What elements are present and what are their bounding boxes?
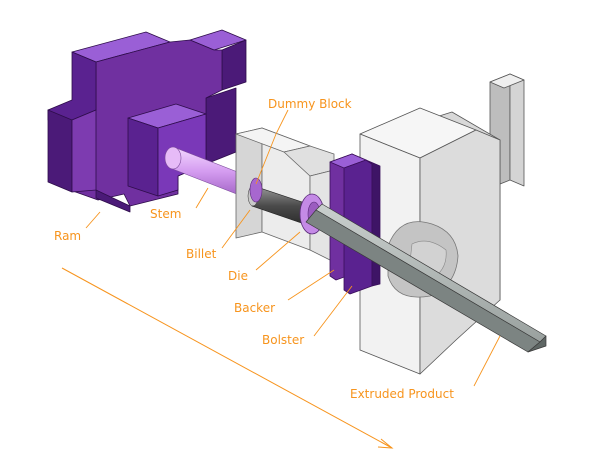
label-die: Die: [228, 269, 248, 283]
leader-backer: [287, 269, 335, 301]
label-dummy-block: Dummy Block: [268, 97, 352, 111]
leader-ram: [85, 211, 101, 229]
leader-extruded-product: [473, 335, 501, 387]
label-stem: Stem: [150, 207, 181, 221]
leader-die: [255, 231, 301, 271]
leader-lines: [85, 109, 501, 387]
leader-dummy-block: [255, 109, 289, 185]
label-backer: Backer: [234, 301, 275, 315]
leader-billet: [221, 209, 251, 249]
container: [235, 127, 335, 263]
leader-stem: [195, 187, 209, 209]
extruded-product: [305, 203, 547, 353]
dummy-block: [249, 177, 263, 203]
label-extruded-product: Extruded Product: [350, 387, 454, 401]
leader-bolster: [313, 285, 353, 337]
label-bolster: Bolster: [262, 333, 304, 347]
labels: Dummy Block Ram Stem Billet Die Backer B…: [54, 97, 454, 401]
label-ram: Ram: [54, 229, 81, 243]
label-billet: Billet: [186, 247, 217, 261]
direction-arrow: [61, 267, 394, 449]
